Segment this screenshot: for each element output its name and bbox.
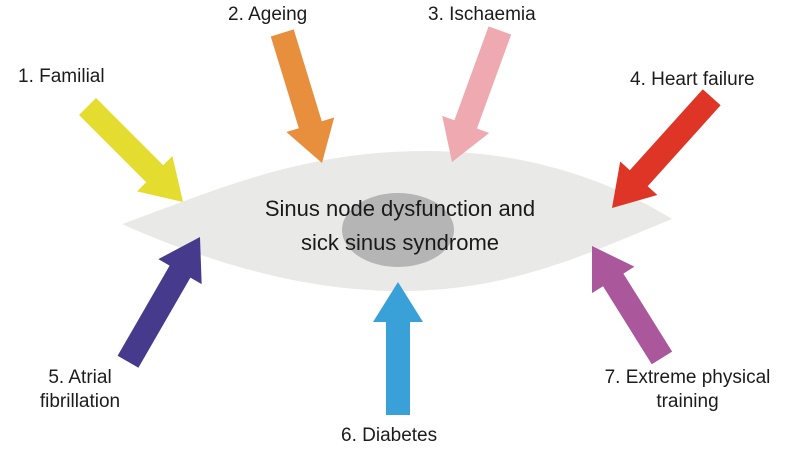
center-title-line2: sick sinus syndrome bbox=[300, 230, 500, 256]
label-heart-failure: 4. Heart failure bbox=[630, 69, 755, 90]
label-ischaemia: 3. Ischaemia bbox=[428, 4, 536, 25]
label-diabetes: 6. Diabetes bbox=[341, 425, 438, 446]
cell-nucleus bbox=[342, 193, 454, 267]
center-title: Sinus node dysfunction and sick sinus sy… bbox=[200, 192, 600, 260]
arrow-familial bbox=[79, 98, 183, 202]
label-atrial-fibrillation: 5. Atrial fibrillation bbox=[39, 367, 121, 413]
arrow-ageing bbox=[270, 29, 335, 163]
arrow-heart-failure bbox=[612, 89, 721, 208]
arrow-ischaemia bbox=[442, 26, 512, 162]
center-title-line1: Sinus node dysfunction and bbox=[264, 196, 536, 221]
label-ageing: 2. Ageing bbox=[228, 4, 308, 25]
label-extreme-training: 7. Extreme physical training bbox=[604, 367, 771, 413]
arrow-diabetes bbox=[373, 282, 423, 415]
label-familial: 1. Familial bbox=[18, 66, 105, 87]
arrow-atrial-fibrillation bbox=[117, 237, 202, 368]
arrow-extreme-training bbox=[591, 246, 673, 365]
